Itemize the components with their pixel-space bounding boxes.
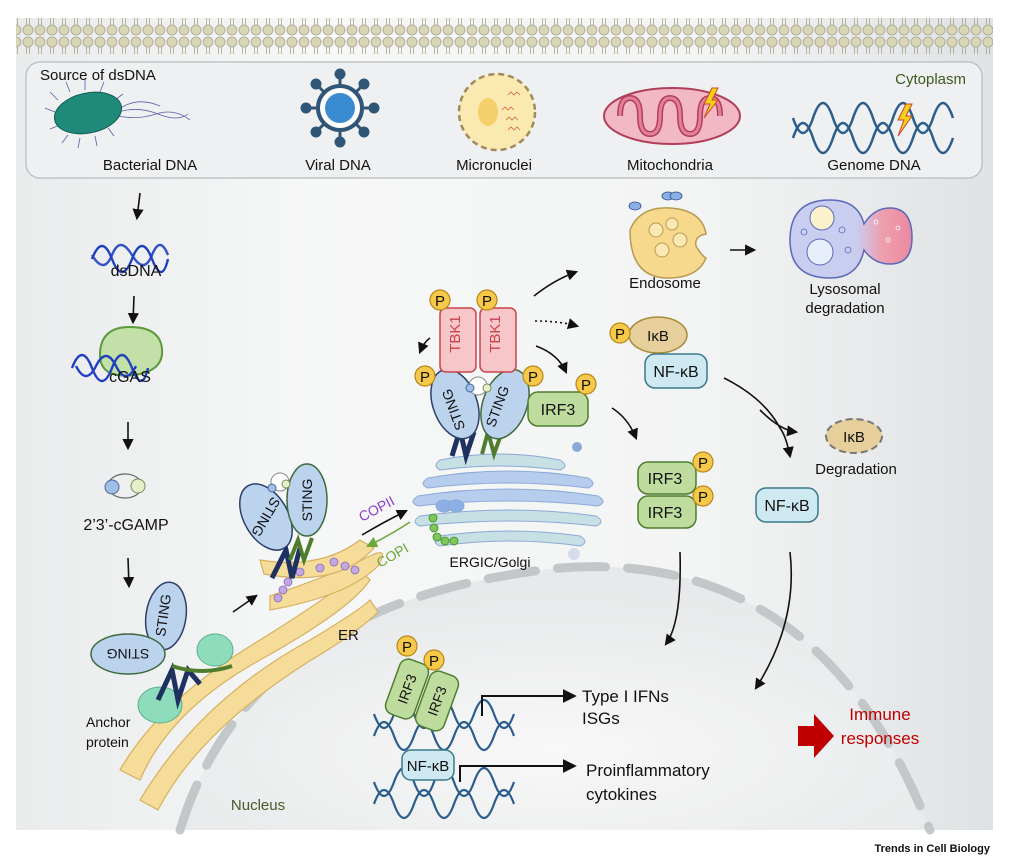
sting-label: STING (299, 479, 315, 522)
svg-text:P: P (402, 639, 412, 656)
tbk1-label: TBK1 (487, 315, 504, 353)
journal-credit: Trends in Cell Biology (874, 843, 990, 855)
svg-text:P: P (528, 369, 538, 386)
svg-text:P: P (420, 369, 430, 386)
bacterium-icon (44, 80, 191, 149)
immune-label-line1: Immune (849, 705, 910, 724)
arrow (754, 551, 793, 690)
plasma-membrane (16, 18, 993, 54)
source-label-genome: Genome DNA (827, 157, 920, 174)
svg-text:P: P (698, 489, 708, 506)
ikb-nfkb-complex: IκB P NF-κB (609, 316, 799, 459)
copii-arrow (361, 509, 409, 536)
irf3-label: IRF3 (648, 471, 683, 488)
irf3-label: IRF3 (541, 402, 576, 419)
lysosome-label-line1: Lysosomal (809, 281, 880, 298)
degradation-label: Degradation (815, 461, 897, 478)
arrow (123, 557, 135, 589)
ikb-label: IκB (843, 429, 865, 446)
nucleus-label: Nucleus (231, 797, 285, 814)
irf3-label: IRF3 (648, 505, 683, 522)
ikb-label: IκB (647, 328, 669, 345)
phospho-badge: P (575, 373, 597, 395)
arrow (664, 551, 682, 646)
micronucleus-icon (457, 72, 537, 152)
golgi-apparatus: ERGIC/Golgi (412, 442, 604, 570)
er-exit-sting-dimer: STING STING (239, 463, 360, 603)
anchor-label-line2: protein (86, 734, 129, 750)
phospho-badge: P (476, 289, 498, 311)
ifn-output-line1: Type I IFNs (582, 687, 669, 706)
irf3-dimer: IRF3 IRF3 P P (637, 451, 714, 529)
cgamp-label: 2’3’-cGAMP (83, 517, 168, 534)
nfkb-label: NF-κB (764, 498, 809, 515)
svg-text:P: P (615, 326, 625, 343)
degraded-ikb: IκB Degradation (815, 418, 897, 478)
golgi-label: ERGIC/Golgi (450, 554, 531, 570)
lysosome-label-line2: degradation (805, 300, 884, 317)
dsdna-sources-panel: Source of dsDNA Cytoplasm Bacterial DNA … (25, 61, 983, 179)
endosome-label: Endosome (629, 275, 701, 292)
er-label: ER (338, 627, 359, 644)
irf3-transcription: IRF3 IRF3 P P Type I IFNs ISGs (372, 635, 669, 752)
cgamp-icon (104, 473, 146, 499)
svg-text:P: P (435, 293, 445, 310)
sting-label: STING (152, 593, 174, 638)
nfkb-label: NF-κB (407, 758, 450, 775)
phospho-badge: P (429, 289, 451, 311)
ifn-output-line2: ISGs (582, 709, 620, 728)
arrow (127, 295, 139, 325)
dsdna-label: dsDNA (111, 263, 162, 280)
arrow (232, 594, 258, 613)
cgas-complex: cGAS (70, 325, 164, 386)
virus-icon (300, 68, 380, 148)
left-cascade: dsDNA cGAS 2’3’-cGAMP (70, 192, 170, 589)
sources-title: Source of dsDNA (40, 67, 156, 84)
tbk1-label: TBK1 (447, 315, 464, 353)
svg-text:P: P (581, 377, 591, 394)
phospho-badge: P (414, 365, 436, 387)
cytoplasm-label: Cytoplasm (895, 71, 966, 88)
endosome: Endosome (628, 191, 707, 292)
svg-text:P: P (698, 455, 708, 472)
red-arrow-icon (798, 714, 834, 758)
source-label-micronuclei: Micronuclei (456, 157, 532, 174)
phospho-badge: P (396, 635, 418, 657)
phospho-badge: P (423, 649, 445, 671)
phospho-badge: P (609, 322, 631, 344)
phospho-badge: P (692, 485, 714, 507)
svg-text:P: P (429, 653, 439, 670)
sting-tbk1-complex: STING STING TBK1 TBK1 P P P P IRF3 P (414, 269, 638, 466)
cytokine-output-line1: Proinflammatory (586, 761, 710, 780)
svg-text:P: P (482, 293, 492, 310)
immune-response-output: Immune responses (798, 705, 919, 758)
nfkb-transcription: NF-κB Proinflammatory cytokines (372, 749, 710, 820)
arrow (132, 192, 144, 221)
cytokine-output-line2: cytokines (586, 785, 657, 804)
immune-label-line2: responses (841, 729, 919, 748)
cgas-label: cGAS (109, 369, 151, 386)
anchor-label-line1: Anchor (86, 714, 131, 730)
sting-label: STING (107, 646, 150, 662)
phospho-badge: P (692, 451, 714, 473)
dna-damage-icon (791, 101, 955, 155)
anchored-sting-dimer: STING STING Anchor protein (86, 581, 234, 750)
nfkb-label: NF-κB (653, 364, 698, 381)
mitochondrion-icon (603, 87, 741, 145)
source-label-viral: Viral DNA (305, 157, 371, 174)
lysosome: Lysosomal degradation (789, 199, 913, 317)
source-label-mitochondria: Mitochondria (627, 157, 714, 174)
phospho-badge: P (522, 365, 544, 387)
dsdna-icon (90, 243, 170, 274)
copi-arrow (365, 521, 411, 548)
source-label-bacterial: Bacterial DNA (103, 157, 197, 174)
free-nfkb: NF-κB (755, 487, 819, 523)
